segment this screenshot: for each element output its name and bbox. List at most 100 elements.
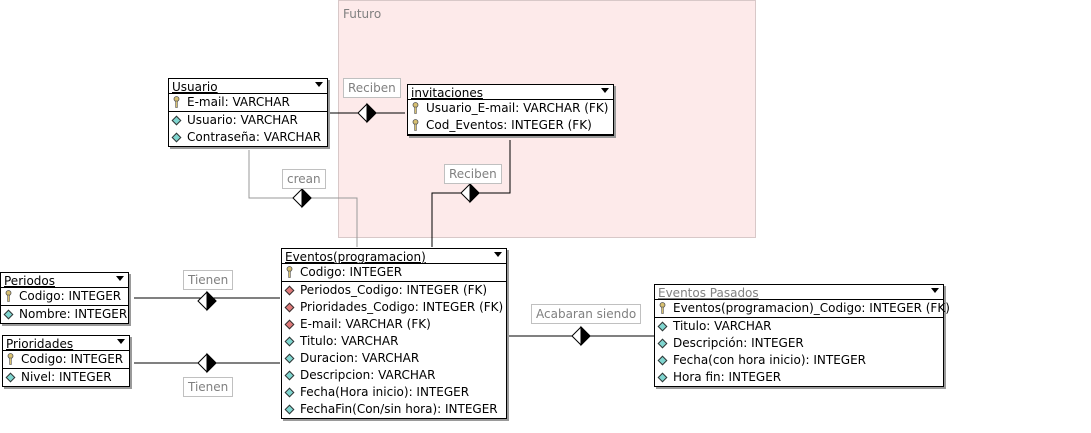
column-text: Descripcion: VARCHAR (300, 368, 436, 382)
region-title: Futuro (343, 7, 382, 21)
table-eventos-programacion[interactable]: Eventos(programacion)Codigo: INTEGER Peri… (281, 248, 507, 419)
column-text: Nivel: INTEGER (21, 370, 112, 384)
primary-key-column[interactable]: Eventos(programacion)_Codigo: INTEGER (F… (655, 300, 950, 318)
column-text: FechaFin(Con/sin hora): INTEGER (300, 402, 498, 416)
primary-key-column[interactable]: Cod_Eventos: INTEGER (FK) (408, 117, 613, 135)
column-text: Nombre: INTEGER (19, 307, 128, 321)
column-text: Eventos(programacion)_Codigo: INTEGER (F… (673, 301, 950, 315)
column-text: Hora fin: INTEGER (673, 370, 782, 384)
table-name: invitaciones (411, 86, 483, 100)
dropdown-caret-icon[interactable] (315, 82, 323, 87)
column-text: Titulo: VARCHAR (673, 319, 772, 333)
table-name: Usuario (172, 80, 218, 94)
column-text: Usuario_E-mail: VARCHAR (FK) (426, 101, 609, 115)
primary-key-column[interactable]: Codigo: INTEGER (3, 351, 129, 369)
attribute-column[interactable]: Hora fin: INTEGER (655, 369, 943, 386)
connector-acabaran (571, 325, 591, 347)
table-header[interactable]: Periodos (1, 273, 128, 288)
dropdown-caret-icon[interactable] (116, 276, 124, 281)
column-text: Periodos_Codigo: INTEGER (FK) (300, 283, 488, 297)
attribute-diamond-icon (284, 387, 295, 398)
foreign-key-diamond-icon (284, 302, 295, 313)
column-text: E-mail: VARCHAR (FK) (300, 317, 431, 331)
attribute-diamond-icon (284, 336, 295, 347)
attribute-column[interactable]: Titulo: VARCHAR (655, 318, 943, 335)
column-text: Titulo: VARCHAR (300, 334, 399, 348)
relation-label-crean: crean (282, 169, 326, 189)
attribute-column[interactable]: Usuario: VARCHAR (169, 112, 327, 129)
primary-key-column[interactable]: Codigo: INTEGER (1, 288, 128, 306)
foreign-key-diamond-icon (284, 319, 295, 330)
table-header[interactable]: Eventos Pasados (655, 285, 943, 300)
attribute-column[interactable]: Fecha(con hora inicio): INTEGER (655, 352, 943, 369)
attribute-column[interactable]: Nombre: INTEGER (1, 306, 128, 323)
attribute-column[interactable]: Descripcion: VARCHAR (282, 367, 506, 384)
connector-tienen-2 (197, 352, 217, 374)
relation-label-reciben-1: Reciben (343, 78, 401, 98)
attribute-diamond-icon (657, 321, 668, 332)
dropdown-caret-icon[interactable] (601, 88, 609, 93)
column-text: Contraseña: VARCHAR (187, 130, 322, 144)
relation-label-acabaran-siendo: Acabaran siendo (531, 304, 642, 324)
table-header[interactable]: Usuario (169, 79, 327, 94)
column-text: Fecha(con hora inicio): INTEGER (673, 353, 867, 367)
attribute-diamond-icon (657, 372, 668, 383)
column-text: Codigo: INTEGER (21, 352, 124, 366)
connector-crean (292, 187, 312, 209)
foreign-key-diamond-icon (284, 285, 295, 296)
table-name: Eventos Pasados (658, 286, 759, 300)
attribute-diamond-icon (3, 309, 14, 320)
dropdown-caret-icon[interactable] (494, 252, 502, 257)
dropdown-caret-icon[interactable] (117, 339, 125, 344)
table-header[interactable]: Prioridades (3, 336, 129, 351)
foreign-key-column[interactable]: E-mail: VARCHAR (FK) (282, 316, 506, 333)
attribute-column[interactable]: Descripción: INTEGER (655, 335, 943, 352)
column-text: Usuario: VARCHAR (187, 113, 298, 127)
attribute-diamond-icon (657, 355, 668, 366)
table-header[interactable]: Eventos(programacion) (282, 249, 506, 264)
dropdown-caret-icon[interactable] (931, 288, 939, 293)
attribute-column[interactable]: Duracion: VARCHAR (282, 350, 506, 367)
column-text: Descripción: INTEGER (673, 336, 804, 350)
attribute-column[interactable]: Titulo: VARCHAR (282, 333, 506, 350)
attribute-column[interactable]: Fecha(Hora inicio): INTEGER (282, 384, 506, 401)
attribute-column[interactable]: Nivel: INTEGER (3, 369, 129, 386)
attribute-diamond-icon (284, 370, 295, 381)
column-text: Codigo: INTEGER (300, 265, 403, 279)
column-text: Prioridades_Codigo: INTEGER (FK) (300, 300, 504, 314)
relation-label-reciben-2: Reciben (444, 164, 502, 184)
table-header[interactable]: invitaciones (408, 85, 613, 100)
foreign-key-column[interactable]: Periodos_Codigo: INTEGER (FK) (282, 282, 506, 299)
column-text: E-mail: VARCHAR (187, 95, 290, 109)
connector-reciben-2 (460, 182, 480, 204)
connector-reciben-1 (357, 102, 377, 124)
column-text: Duracion: VARCHAR (300, 351, 420, 365)
table-name: Eventos(programacion) (285, 250, 426, 264)
attribute-column[interactable]: FechaFin(Con/sin hora): INTEGER (282, 401, 506, 418)
primary-key-column[interactable]: Usuario_E-mail: VARCHAR (FK) (408, 100, 613, 117)
primary-key-column[interactable]: E-mail: VARCHAR (169, 94, 327, 112)
table-name: Prioridades (6, 337, 74, 351)
column-text: Cod_Eventos: INTEGER (FK) (426, 118, 592, 132)
attribute-diamond-icon (284, 353, 295, 364)
attribute-diamond-icon (657, 338, 668, 349)
attribute-diamond-icon (171, 115, 182, 126)
primary-key-column[interactable]: Codigo: INTEGER (282, 264, 506, 282)
connector-tienen-1 (197, 290, 217, 312)
column-text: Fecha(Hora inicio): INTEGER (300, 385, 470, 399)
foreign-key-column[interactable]: Prioridades_Codigo: INTEGER (FK) (282, 299, 506, 316)
attribute-diamond-icon (5, 372, 16, 383)
relation-label-tienen-2: Tienen (183, 377, 234, 397)
relation-label-tienen-1: Tienen (183, 270, 234, 290)
attribute-diamond-icon (284, 404, 295, 415)
table-name: Periodos (4, 274, 56, 288)
attribute-column[interactable]: Contraseña: VARCHAR (169, 129, 327, 146)
attribute-diamond-icon (171, 132, 182, 143)
column-text: Codigo: INTEGER (19, 289, 122, 303)
